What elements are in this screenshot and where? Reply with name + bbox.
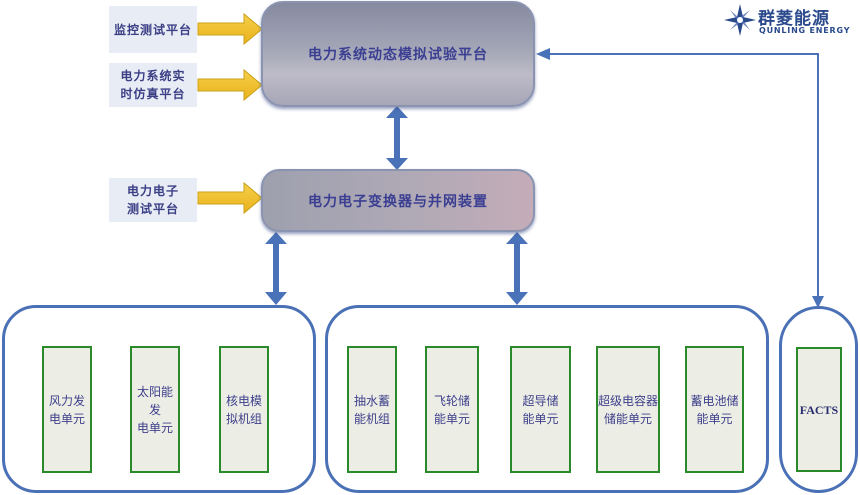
double-arrow-converter-generation (265, 232, 287, 305)
unit-superconducting-storage: 超导储 能单元 (510, 346, 571, 473)
facts-feedback-connector (536, 48, 824, 308)
input-arrow-power-electronics (197, 181, 263, 215)
brand-logo: 群菱能源 QUNLING ENERGY (722, 2, 858, 40)
double-arrow-converter-storage (506, 232, 528, 305)
unit-nuclear-simulation: 核电模 拟机组 (219, 346, 269, 473)
unit-flywheel-storage: 飞轮储 能单元 (425, 346, 479, 473)
unit-solar-power: 太阳能发 电单元 (130, 346, 180, 473)
double-arrow-main-converter (386, 106, 408, 170)
converter-grid-connection-device: 电力电子变换器与并网装置 (261, 169, 535, 232)
input-power-electronics-test-platform: 电力电子 测试平台 (109, 178, 197, 222)
brand-name-cn: 群菱能源 (758, 9, 830, 29)
input-realtime-simulation-platform: 电力系统实 时仿真平台 (109, 63, 197, 107)
dynamic-simulation-platform: 电力系统动态模拟试验平台 (261, 1, 535, 107)
input-arrow-monitoring (197, 12, 263, 46)
unit-wind-power: 风力发 电单元 (42, 346, 92, 473)
unit-facts: FACTS (796, 347, 842, 472)
unit-supercapacitor-storage: 超级电容器 储能单元 (596, 346, 660, 473)
dynamic-simulation-platform-label: 电力系统动态模拟试验平台 (308, 47, 488, 63)
brand-name-en: QUNLING ENERGY (759, 26, 851, 35)
converter-label: 电力电子变换器与并网装置 (308, 193, 488, 210)
star-compass-icon (724, 4, 756, 36)
unit-pumped-hydro: 抽水蓄 能机组 (347, 346, 397, 473)
input-arrow-realtime-sim (197, 68, 263, 102)
input-monitoring-test-platform: 监控测试平台 (109, 6, 197, 53)
unit-battery-storage: 蓄电池储 能单元 (685, 346, 744, 473)
